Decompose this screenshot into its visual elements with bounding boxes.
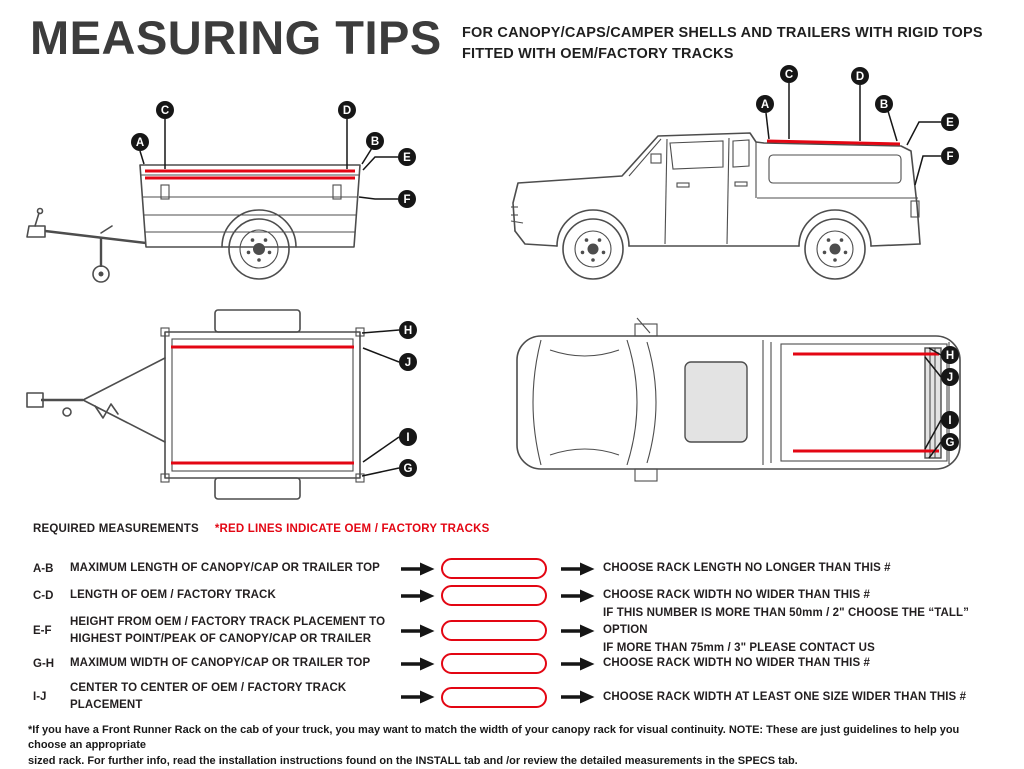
measurement-row-ij: I-J CENTER TO CENTER OF OEM / FACTORY TR… xyxy=(33,680,1008,715)
measurement-description: HEIGHT FROM OEM / FACTORY TRACK PLACEMEN… xyxy=(70,615,386,645)
trailer-top-body xyxy=(26,309,365,500)
svg-text:B: B xyxy=(371,136,379,148)
measurement-code: A-B xyxy=(33,562,54,575)
measurement-row-cd: C-D LENGTH OF OEM / FACTORY TRACK CHOOSE… xyxy=(33,585,1008,606)
measurement-code: E-F xyxy=(33,624,52,637)
callout-e: E xyxy=(906,113,959,146)
callout-c: C xyxy=(156,101,174,169)
callout-a: A xyxy=(131,133,149,165)
svg-text:H: H xyxy=(404,325,412,337)
measurement-row-ab: A-B MAXIMUM LENGTH OF CANOPY/CAP OR TRAI… xyxy=(33,558,1008,579)
trailer-side-diagram: A C D B E F xyxy=(26,101,416,283)
arrow-right-icon xyxy=(395,624,441,638)
red-lines-note: *RED LINES INDICATE OEM / FACTORY TRACKS xyxy=(214,523,490,535)
callout-g: G xyxy=(361,459,417,477)
svg-text:I: I xyxy=(406,432,409,444)
page-subtitle-line1: FOR CANOPY/CAPS/CAMPER SHELLS AND TRAILE… xyxy=(462,25,983,41)
arrow-right-icon xyxy=(553,657,603,671)
trailer-top-diagram: H J I G xyxy=(26,309,417,500)
measurement-row-gh: G-H MAXIMUM WIDTH OF CANOPY/CAP OR TRAIL… xyxy=(33,653,1008,674)
footnote: *If you have a Front Runner Rack on the … xyxy=(28,724,960,767)
callout-d: D xyxy=(851,67,869,141)
callout-h: H xyxy=(928,346,959,364)
callout-d: D xyxy=(338,101,356,169)
measurement-description: CENTER TO CENTER OF OEM / FACTORY TRACK … xyxy=(70,682,347,712)
svg-text:I: I xyxy=(948,415,951,427)
callout-g: G xyxy=(928,433,959,459)
arrow-right-icon xyxy=(553,562,603,576)
oem-track-lines xyxy=(766,139,901,146)
measurement-code: G-H xyxy=(33,657,55,670)
measurement-description: LENGTH OF OEM / FACTORY TRACK xyxy=(70,588,276,601)
svg-text:C: C xyxy=(161,105,169,117)
callout-c: C xyxy=(780,65,798,139)
callout-j: J xyxy=(362,347,417,371)
page-subtitle-line2: FITTED WITH OEM/FACTORY TRACKS xyxy=(462,46,734,63)
truck-front-wheel xyxy=(562,218,624,280)
arrow-right-icon xyxy=(553,624,603,638)
measurement-row-ef: E-F HEIGHT FROM OEM / FACTORY TRACK PLAC… xyxy=(33,605,1008,654)
callout-a: A xyxy=(756,95,774,140)
callout-b: B xyxy=(875,95,898,142)
measurement-recommendation: CHOOSE RACK WIDTH NO WIDER THAN THIS # xyxy=(603,588,871,601)
oem-track-lines xyxy=(145,169,355,180)
trailer-wheel xyxy=(228,218,290,280)
measurement-recommendation: IF THIS NUMBER IS MORE THAN 50mm / 2" CH… xyxy=(603,607,969,654)
measurement-recommendation: CHOOSE RACK WIDTH NO WIDER THAN THIS # xyxy=(603,656,871,669)
oem-track-lines xyxy=(793,352,939,453)
svg-text:F: F xyxy=(403,194,410,206)
arrow-right-icon xyxy=(395,657,441,671)
arrow-right-icon xyxy=(553,589,603,603)
callout-b: B xyxy=(361,132,384,165)
svg-text:A: A xyxy=(761,99,769,111)
arrow-right-icon xyxy=(395,690,441,704)
svg-text:F: F xyxy=(946,151,953,163)
truck-side-diagram: C D A B E F xyxy=(510,65,959,280)
callout-i: I xyxy=(924,411,959,450)
measurement-description: MAXIMUM WIDTH OF CANOPY/CAP OR TRAILER T… xyxy=(70,656,371,669)
measurement-recommendation: CHOOSE RACK LENGTH NO LONGER THAN THIS # xyxy=(603,561,891,574)
trailer-side-body xyxy=(26,164,361,283)
svg-text:E: E xyxy=(403,152,411,164)
page-subtitle: FOR CANOPY/CAPS/CAMPER SHELLS AND TRAILE… xyxy=(462,23,983,65)
measurement-pill xyxy=(441,558,547,579)
callout-f: F xyxy=(914,147,959,186)
svg-text:C: C xyxy=(785,69,793,81)
measurement-code: C-D xyxy=(33,589,54,602)
svg-text:J: J xyxy=(947,372,953,384)
truck-top-body xyxy=(516,317,961,482)
measurement-code: I-J xyxy=(33,691,47,704)
svg-text:A: A xyxy=(136,137,144,149)
callout-f: F xyxy=(358,190,416,208)
measurement-pill xyxy=(441,653,547,674)
callout-h: H xyxy=(361,321,417,339)
svg-text:G: G xyxy=(404,463,413,475)
svg-text:J: J xyxy=(405,357,411,369)
callout-i: I xyxy=(362,428,417,463)
callout-j: J xyxy=(924,356,959,386)
arrow-right-icon xyxy=(395,589,441,603)
measurement-pill xyxy=(441,620,547,642)
measurement-pill xyxy=(441,585,547,606)
callout-e: E xyxy=(362,148,416,171)
measurement-description: MAXIMUM LENGTH OF CANOPY/CAP OR TRAILER … xyxy=(70,561,380,574)
arrow-right-icon xyxy=(395,562,441,576)
truck-rear-wheel xyxy=(804,218,866,280)
svg-text:D: D xyxy=(856,71,864,83)
truck-side-body xyxy=(510,132,921,247)
measurement-pill xyxy=(441,686,547,708)
svg-text:G: G xyxy=(946,437,955,449)
measurement-recommendation: CHOOSE RACK WIDTH AT LEAST ONE SIZE WIDE… xyxy=(603,690,967,703)
required-measurements-label: REQUIRED MEASUREMENTS xyxy=(33,523,199,535)
svg-text:B: B xyxy=(880,99,888,111)
svg-text:H: H xyxy=(946,350,954,362)
page-title: MEASURING TIPS xyxy=(30,11,442,64)
truck-top-diagram: H J I G xyxy=(516,317,961,482)
svg-text:E: E xyxy=(946,117,954,129)
legend-header: REQUIRED MEASUREMENTS *RED LINES INDICAT… xyxy=(33,523,490,535)
arrow-right-icon xyxy=(553,690,603,704)
oem-track-lines xyxy=(171,345,354,465)
svg-text:D: D xyxy=(343,105,351,117)
